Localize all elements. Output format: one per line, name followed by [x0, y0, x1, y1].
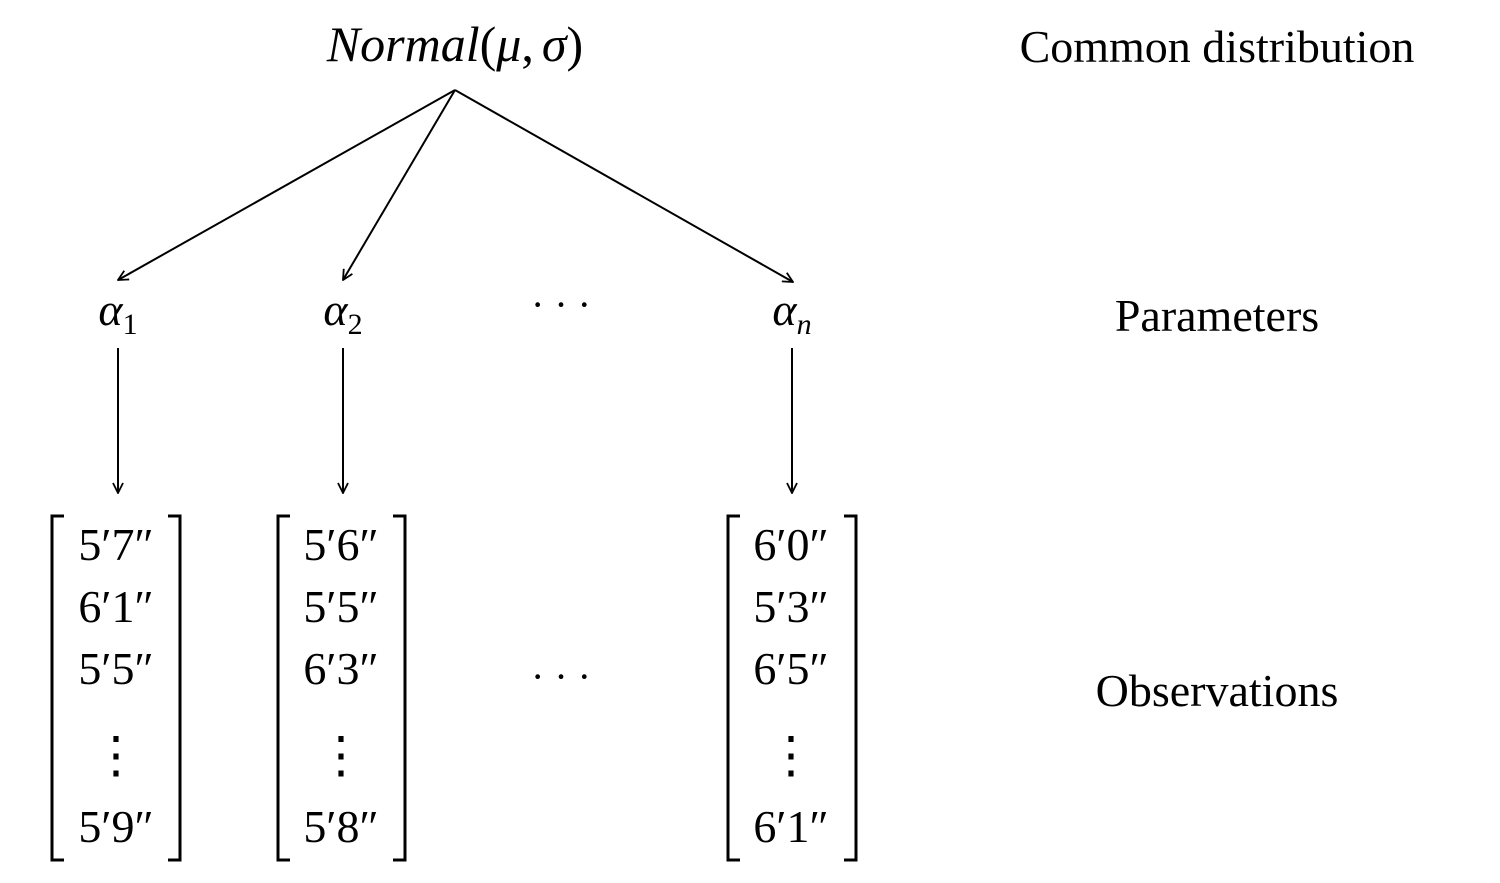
observation-value: 6′3″: [303, 643, 378, 694]
parameter-alpha-n: αn: [772, 284, 811, 341]
right-bracket: [168, 514, 182, 862]
parameter-alpha-2: α2: [323, 284, 362, 341]
observation-value: 5′8″: [303, 801, 378, 852]
observation-value: 5′5″: [78, 643, 153, 694]
parameter-ellipsis: · · ·: [531, 282, 591, 327]
vertical-ellipsis: ⋮: [91, 727, 141, 783]
observation-value: 5′7″: [78, 519, 153, 570]
observation-value: 6′1″: [78, 581, 153, 632]
left-bracket: [50, 514, 64, 862]
observation-value: 6′0″: [753, 519, 828, 570]
right-bracket: [844, 514, 858, 862]
level-label-parameters: Parameters: [1115, 290, 1319, 341]
observation-value: 5′9″: [78, 801, 153, 852]
level-label-observations: Observations: [1096, 665, 1339, 716]
left-bracket: [726, 514, 740, 862]
observation-value: 5′5″: [303, 581, 378, 632]
observation-value: 5′3″: [753, 581, 828, 632]
edge-root-to-alpha-n: [454, 89, 793, 282]
observation-vector-1: 5′7″ 6′1″ 5′5″ ⋮ 5′9″: [50, 514, 182, 862]
observation-vector-n: 6′0″ 5′3″ 6′5″ ⋮ 6′1″: [726, 514, 858, 862]
observation-value: 6′1″: [753, 801, 828, 852]
vertical-ellipsis: ⋮: [316, 727, 366, 783]
root-distribution-label: Normal(μ,σ): [326, 16, 583, 72]
observation-value: 6′5″: [753, 643, 828, 694]
right-bracket: [393, 514, 407, 862]
observation-value: 5′6″: [303, 519, 378, 570]
observation-ellipsis: · · ·: [531, 654, 591, 699]
edge-root-to-alpha-1: [118, 89, 456, 280]
observation-vector-2: 5′6″ 5′5″ 6′3″ ⋮ 5′8″: [276, 514, 407, 862]
edge-root-to-alpha-2: [343, 89, 456, 280]
left-bracket: [276, 514, 290, 862]
parameter-alpha-1: α1: [98, 284, 137, 341]
vertical-ellipsis: ⋮: [766, 727, 816, 783]
level-label-common-distribution: Common distribution: [1020, 21, 1415, 72]
